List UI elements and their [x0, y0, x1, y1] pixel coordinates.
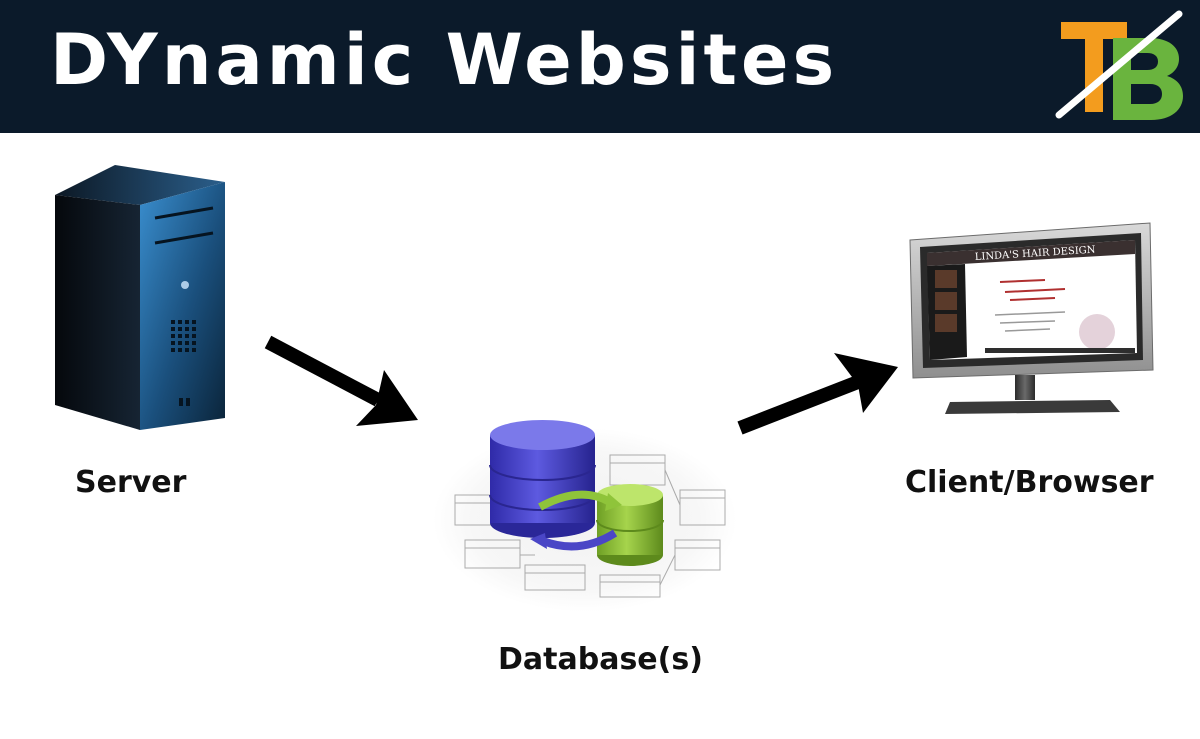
- database-icon: [433, 420, 737, 612]
- server-tower-icon: [55, 165, 225, 430]
- arrow-server-to-database: [264, 335, 418, 426]
- client-browser-label: Client/Browser: [905, 465, 1154, 500]
- database-label: Database(s): [498, 642, 703, 677]
- monitor-icon: LINDA'S HAIR DESIGN: [909, 222, 1154, 414]
- page-title: DYnamic Websites: [50, 19, 839, 101]
- arrow-database-to-client: [737, 353, 898, 435]
- server-label: Server: [75, 465, 187, 500]
- tb-logo: TB: [1055, 10, 1183, 120]
- header-banner: DYnamic Websites TB: [0, 0, 1200, 133]
